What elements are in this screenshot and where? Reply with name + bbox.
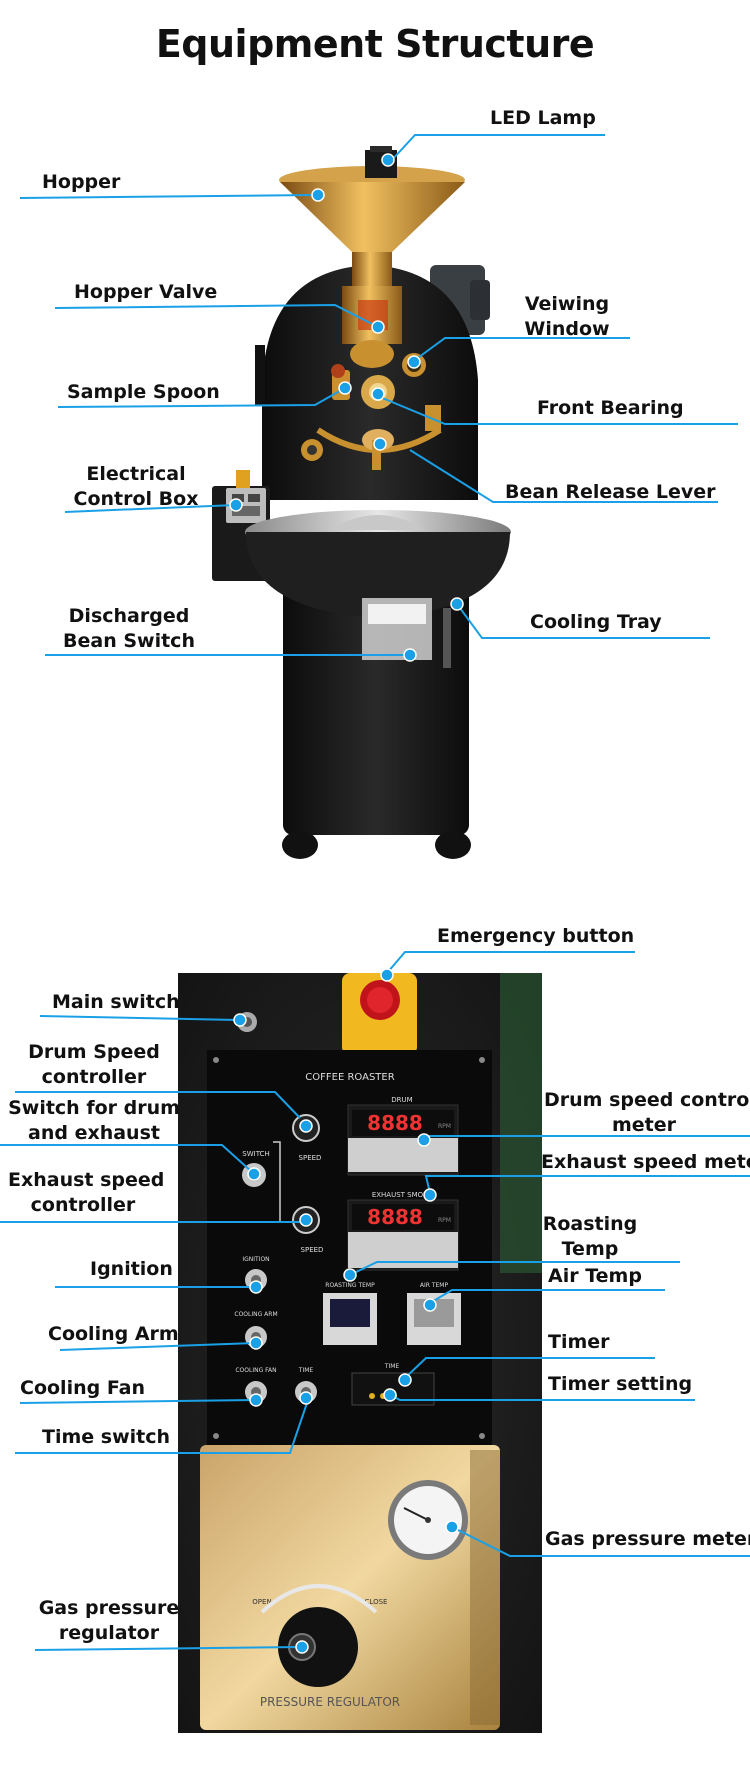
label-air-temp: Air Temp: [548, 1265, 642, 1287]
label-roasting-temp: Roasting Temp: [540, 1212, 640, 1262]
label-viewing-window: Veiwing Window: [512, 292, 622, 342]
label-gas-pressure-meter: Gas pressure meter: [545, 1528, 750, 1550]
panel-label-speed-2: SPEED: [301, 1246, 324, 1254]
panel-label-cooling-arm: COOLING ARM: [234, 1311, 277, 1318]
label-roasting-temp-line2: Temp: [561, 1238, 619, 1260]
gas-pressure-regulator-knob: [278, 1607, 358, 1687]
panel-label-drum: DRUM: [391, 1096, 412, 1104]
panel-label-timer: TIME: [384, 1363, 400, 1370]
label-gas-pressure-regulator: Gas pressure regulator: [36, 1596, 182, 1646]
label-drum-speed-meter-line1: Drum speed control: [544, 1089, 750, 1111]
label-front-bearing: Front Bearing: [537, 397, 684, 419]
drum-rpm-unit: RPM: [438, 1123, 451, 1130]
label-switch-drum-exhaust: Switch for drum and exhaust: [8, 1096, 180, 1146]
panel-label-air-temp: AIR TEMP: [420, 1282, 449, 1289]
panel-label-speed-1: SPEED: [299, 1154, 322, 1162]
label-viewing-window-line2: Window: [524, 318, 610, 340]
label-drum-speed-controller-line2: controller: [41, 1066, 147, 1088]
label-drum-speed-meter-line2: meter: [611, 1114, 677, 1136]
label-switch-drum-exhaust-line1: Switch for drum: [8, 1097, 180, 1119]
panel-label-pressure-regulator: PRESSURE REGULATOR: [260, 1695, 400, 1709]
label-viewing-window-line1: Veiwing: [524, 293, 610, 315]
panel-label-open: OPEN: [252, 1598, 271, 1606]
label-timer-setting: Timer setting: [548, 1373, 693, 1395]
hopper-funnel: [280, 182, 465, 252]
exhaust-rpm-unit: RPM: [438, 1217, 451, 1224]
label-exhaust-speed-controller-line2: controller: [30, 1194, 136, 1216]
panel-title: COFFEE ROASTER: [305, 1072, 394, 1083]
label-roasting-temp-line1: Roasting: [542, 1213, 638, 1235]
label-drum-speed-controller: Drum Speed controller: [20, 1040, 168, 1090]
label-electrical-control-box-line2: Control Box: [73, 488, 199, 510]
label-bean-release-lever: Bean Release Lever: [505, 481, 716, 503]
label-switch-drum-exhaust-line2: and exhaust: [28, 1122, 160, 1144]
label-emergency-button: Emergency button: [437, 925, 635, 947]
label-exhaust-speed-meter: Exhaust speed meter: [541, 1151, 750, 1173]
label-cooling-arm: Cooling Arm: [48, 1323, 179, 1345]
label-cooling-tray: Cooling Tray: [530, 611, 662, 633]
panel-label-exhaust-smoke: EXHAUST SMOKE: [372, 1191, 432, 1199]
drum-rpm-display: 8888: [367, 1111, 423, 1135]
label-sample-spoon: Sample Spoon: [67, 381, 220, 403]
exhaust-rpm-display: 8888: [367, 1205, 423, 1229]
label-hopper: Hopper: [42, 171, 121, 193]
cooling-tray-body: [246, 532, 510, 618]
label-discharged-bean-switch-line1: Discharged: [68, 605, 190, 627]
label-drum-speed-meter: Drum speed control meter: [544, 1088, 750, 1138]
label-exhaust-speed-controller: Exhaust speed controller: [8, 1168, 165, 1218]
label-electrical-control-box: Electrical Control Box: [58, 462, 214, 512]
panel-label-close: CLOSE: [365, 1598, 388, 1606]
label-led-lamp: LED Lamp: [490, 107, 596, 129]
label-gas-pressure-regulator-line2: regulator: [58, 1622, 160, 1644]
exhaust-speed-knob: [292, 1206, 320, 1234]
label-timer: Timer: [548, 1331, 610, 1353]
gas-panel: [200, 1445, 500, 1730]
label-electrical-control-box-line1: Electrical: [86, 463, 186, 485]
panel-label-ignition: IGNITION: [242, 1256, 269, 1263]
panel-label-time: TIME: [298, 1367, 314, 1374]
label-cooling-fan: Cooling Fan: [20, 1377, 146, 1399]
page-title: Equipment Structure: [155, 22, 595, 66]
label-hopper-valve: Hopper Valve: [74, 281, 218, 303]
label-gas-pressure-regulator-line1: Gas pressure: [38, 1597, 180, 1619]
label-exhaust-speed-controller-line1: Exhaust speed: [8, 1169, 165, 1191]
label-drum-speed-controller-line1: Drum Speed: [28, 1041, 160, 1063]
label-discharged-bean-switch-line2: Bean Switch: [63, 630, 195, 652]
label-discharged-bean-switch: Discharged Bean Switch: [58, 604, 200, 654]
timer-unit: [351, 1372, 435, 1406]
label-ignition: Ignition: [90, 1258, 173, 1280]
drum-speed-knob: [292, 1114, 320, 1142]
label-time-switch: Time switch: [42, 1426, 171, 1448]
panel-label-switch: SWITCH: [242, 1150, 269, 1158]
panel-label-cooling-fan: COOLING FAN: [235, 1367, 276, 1374]
label-main-switch: Main switch: [52, 991, 180, 1013]
panel-label-roasting-temp: ROASTING TEMP: [325, 1282, 375, 1289]
